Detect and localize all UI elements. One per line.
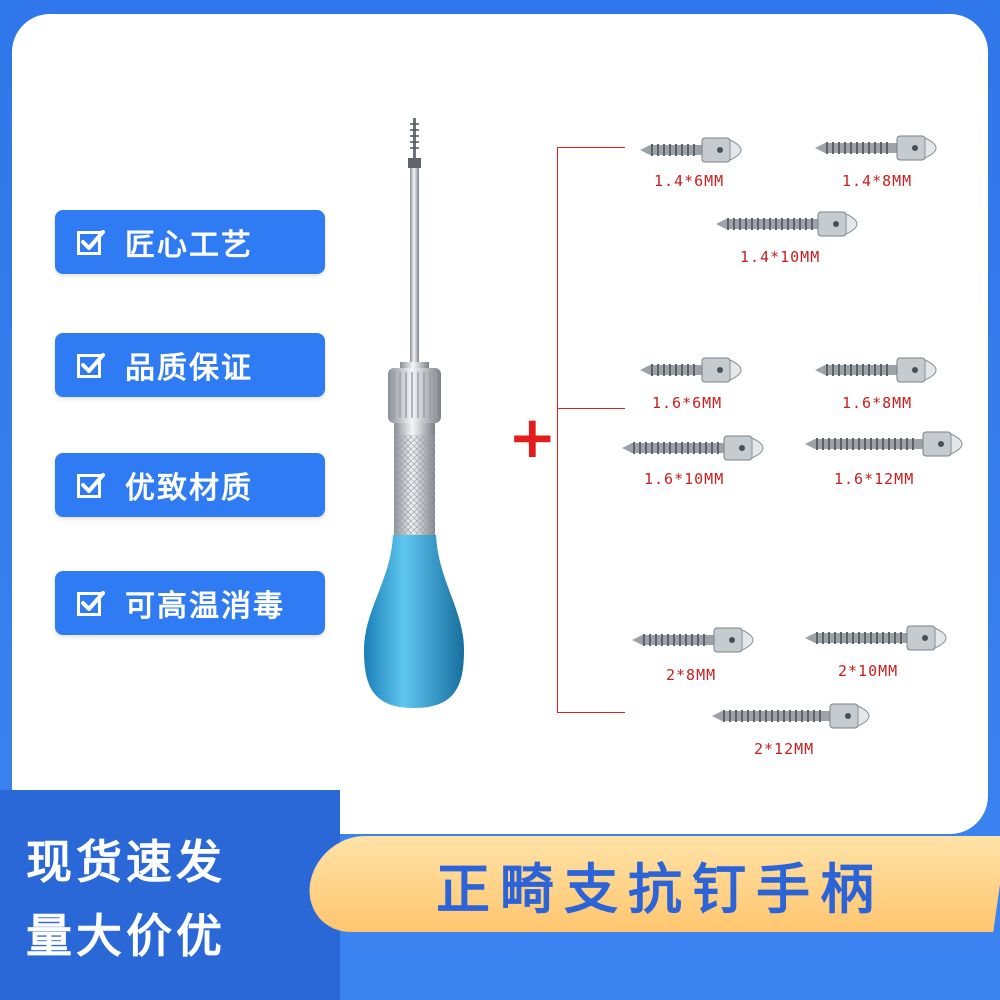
screw-image — [805, 431, 963, 457]
screw-size-label: 1.6*6MM — [652, 394, 723, 412]
feature-label: 匠心工艺 — [125, 228, 253, 263]
promo-panel — [0, 790, 340, 1000]
screw-image — [640, 357, 742, 383]
screw-size-label: 1.6*12MM — [834, 470, 915, 488]
check-icon — [77, 353, 105, 378]
screw-size-label: 2*8MM — [666, 666, 717, 684]
screw-size-label: 1.4*8MM — [842, 172, 913, 190]
screw-size-label: 2*12MM — [754, 740, 815, 758]
screwdriver-handle-image — [364, 118, 464, 708]
screw-image — [815, 357, 937, 383]
screw-size-label: 1.6*10MM — [644, 470, 725, 488]
screw-image — [632, 627, 754, 653]
feature-badge-quality: 品质保证 — [55, 333, 325, 397]
screw-image — [640, 137, 742, 163]
feature-label: 品质保证 — [125, 351, 253, 386]
screw-size-label: 1.4*10MM — [740, 248, 821, 266]
screw-image — [622, 435, 764, 461]
feature-label: 优致材质 — [125, 471, 253, 506]
plus-sign: + — [508, 403, 557, 471]
screw-image — [805, 625, 947, 651]
check-icon — [77, 591, 105, 616]
bracket-line — [557, 408, 625, 409]
promo-line-bulk-price: 量大价优 — [26, 909, 226, 963]
feature-badge-sterilization: 可高温消毒 — [55, 571, 325, 635]
bracket-line — [557, 147, 558, 713]
promo-line-fast-shipping: 现货速发 — [26, 835, 226, 889]
feature-badge-material: 优致材质 — [55, 453, 325, 517]
check-icon — [77, 473, 105, 498]
screw-image — [712, 703, 870, 729]
feature-label: 可高温消毒 — [125, 589, 285, 624]
feature-badge-craftsmanship: 匠心工艺 — [55, 210, 325, 274]
screw-size-label: 1.4*6MM — [654, 172, 725, 190]
check-icon — [77, 230, 105, 255]
product-title: 正畸支抗钉手柄 — [436, 857, 884, 921]
screw-size-label: 1.6*8MM — [842, 394, 913, 412]
bracket-line — [557, 147, 625, 148]
bracket-line — [557, 712, 625, 713]
screw-size-label: 2*10MM — [838, 662, 899, 680]
screw-image — [815, 135, 937, 161]
screw-image — [716, 211, 858, 237]
